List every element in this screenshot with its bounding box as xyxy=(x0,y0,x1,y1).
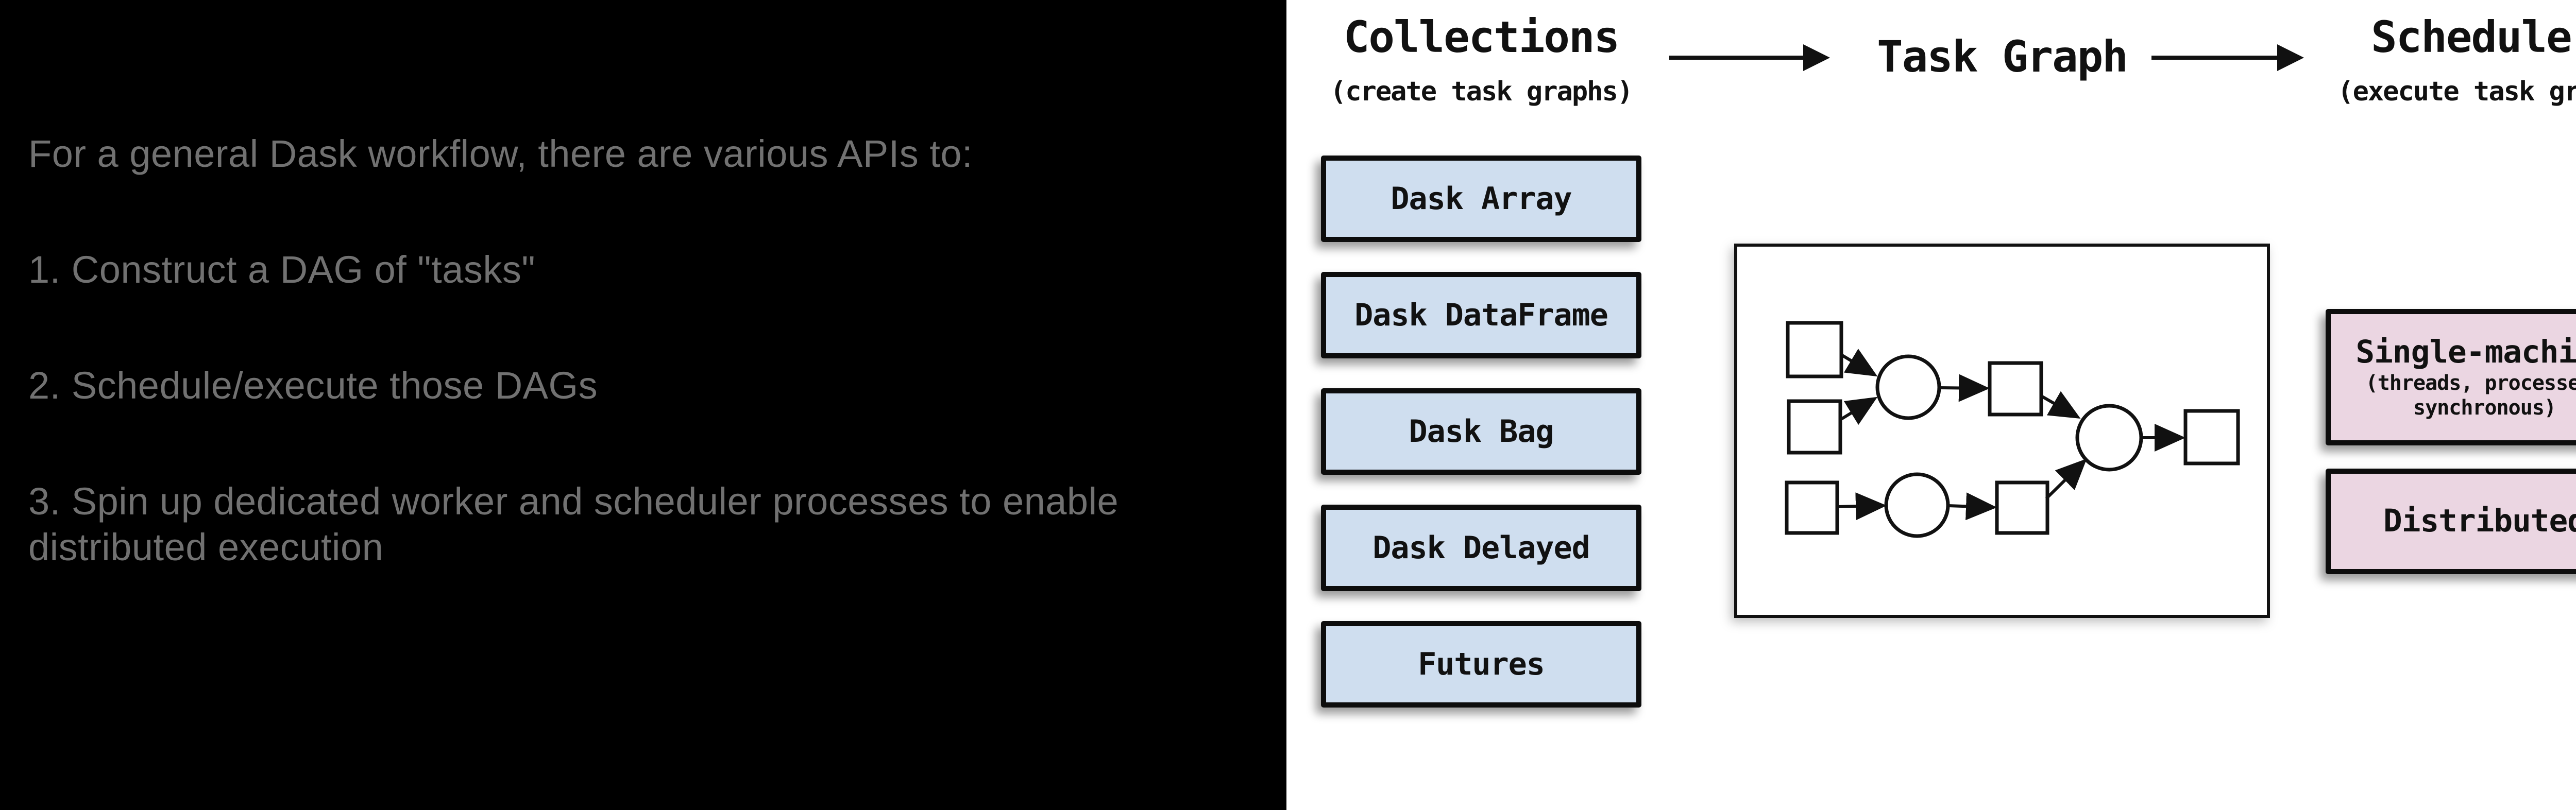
task-graph-nodes xyxy=(1785,321,2240,538)
distributed-label: Distributed xyxy=(2383,503,2576,540)
task-node-square-6 xyxy=(2183,409,2240,466)
list-item-1: 1. Construct a DAG of "tasks" xyxy=(28,248,536,291)
left-text-panel: For a general Dask workflow, there are v… xyxy=(0,0,1286,810)
task-node-square-3 xyxy=(1988,361,2043,417)
task-node-circle-1 xyxy=(1875,354,1941,420)
task-edge-circle-3-to-square-5 xyxy=(1947,492,1997,521)
schedulers-subheading: (execute task graphs) xyxy=(2337,76,2576,107)
task-graph-edges xyxy=(1837,349,2185,521)
task-edge-square-5-to-circle-2 xyxy=(2045,458,2087,500)
task-graph-heading: Task Graph xyxy=(1877,31,2128,82)
collection-box-dask-dataframe: Dask DataFrame xyxy=(1321,272,1641,358)
arrow-head xyxy=(2277,44,2304,71)
collection-box-futures: Futures xyxy=(1321,621,1641,708)
task-edge-square-3-to-circle-2 xyxy=(2040,391,2081,419)
scheduler-box-single-machine: Single-machine (threads, processes, sync… xyxy=(2326,309,2576,445)
collection-box-dask-bag: Dask Bag xyxy=(1321,388,1641,475)
task-node-square-5 xyxy=(1995,480,2049,535)
collection-box-dask-delayed: Dask Delayed xyxy=(1321,505,1641,591)
task-edge-square-2-to-circle-1 xyxy=(1839,397,1878,425)
list-item-3: 3. Spin up dedicated worker and schedule… xyxy=(28,480,1119,568)
schedulers-heading: Schedulers xyxy=(2371,12,2576,62)
collections-heading: Collections xyxy=(1343,12,1620,62)
collection-box-dask-array: Dask Array xyxy=(1321,156,1641,242)
single-machine-sub-line-2: synchronous) xyxy=(2413,395,2556,420)
collections-subheading: (create task graphs) xyxy=(1330,76,1633,107)
single-machine-label: Single-machine xyxy=(2355,334,2576,371)
single-machine-sub-line-1: (threads, processes, xyxy=(2365,371,2576,395)
task-edge-square-1-to-circle-1 xyxy=(1840,349,1878,377)
task-graph-diagram xyxy=(1734,244,2270,618)
arrow-shaft xyxy=(1669,56,1806,60)
task-edge-square-4-to-circle-3 xyxy=(1837,492,1887,521)
task-node-square-4 xyxy=(1785,480,1839,535)
scheduler-box-distributed: Distributed xyxy=(2326,469,2576,574)
task-node-circle-2 xyxy=(2075,404,2143,472)
intro-line: For a general Dask workflow, there are v… xyxy=(28,132,973,175)
task-node-circle-3 xyxy=(1884,472,1950,538)
task-node-square-1 xyxy=(1786,321,1843,378)
task-node-square-2 xyxy=(1787,399,1842,455)
arrow-head xyxy=(1803,44,1830,71)
list-item-2: 2. Schedule/execute those DAGs xyxy=(28,364,598,407)
arrow-shaft xyxy=(2151,56,2280,60)
